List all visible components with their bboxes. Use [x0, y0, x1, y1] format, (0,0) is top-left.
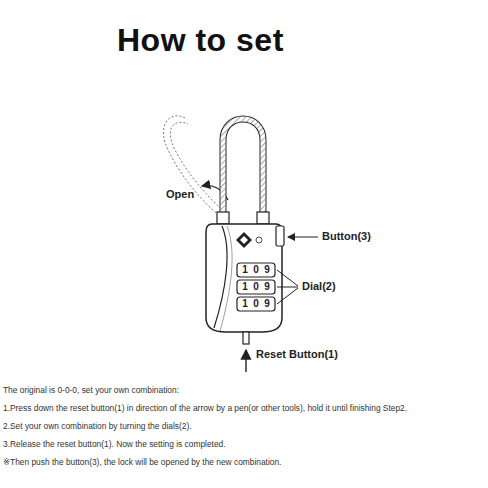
- page-title: How to set: [117, 22, 284, 59]
- dial-digit: 1: [240, 264, 250, 276]
- dial-digit: 1: [240, 281, 250, 293]
- dial-digit: 9: [262, 281, 272, 293]
- instruction-line: 3.Release the reset button(1). Now the s…: [3, 439, 226, 449]
- instruction-line: 1.Press down the reset button(1) in dire…: [3, 403, 407, 413]
- dial-digit: 1: [240, 298, 250, 310]
- dial-digit: 0: [251, 298, 261, 310]
- part-label: Reset Button(1): [256, 348, 338, 360]
- dial-digit: 0: [251, 281, 261, 293]
- instruction-line: 2.Set your own combination by turning th…: [3, 421, 192, 431]
- dial-digit: 0: [251, 264, 261, 276]
- part-label: Button(3): [322, 230, 371, 242]
- instruction-line: The original is 0-0-0, set your own comb…: [3, 385, 179, 395]
- part-label: Dial(2): [302, 280, 336, 292]
- dial-digit: 9: [262, 264, 272, 276]
- part-label: Open: [166, 188, 194, 200]
- instruction-line: ※Then push the button(3), the lock will …: [3, 457, 281, 467]
- dial-digit: 9: [262, 298, 272, 310]
